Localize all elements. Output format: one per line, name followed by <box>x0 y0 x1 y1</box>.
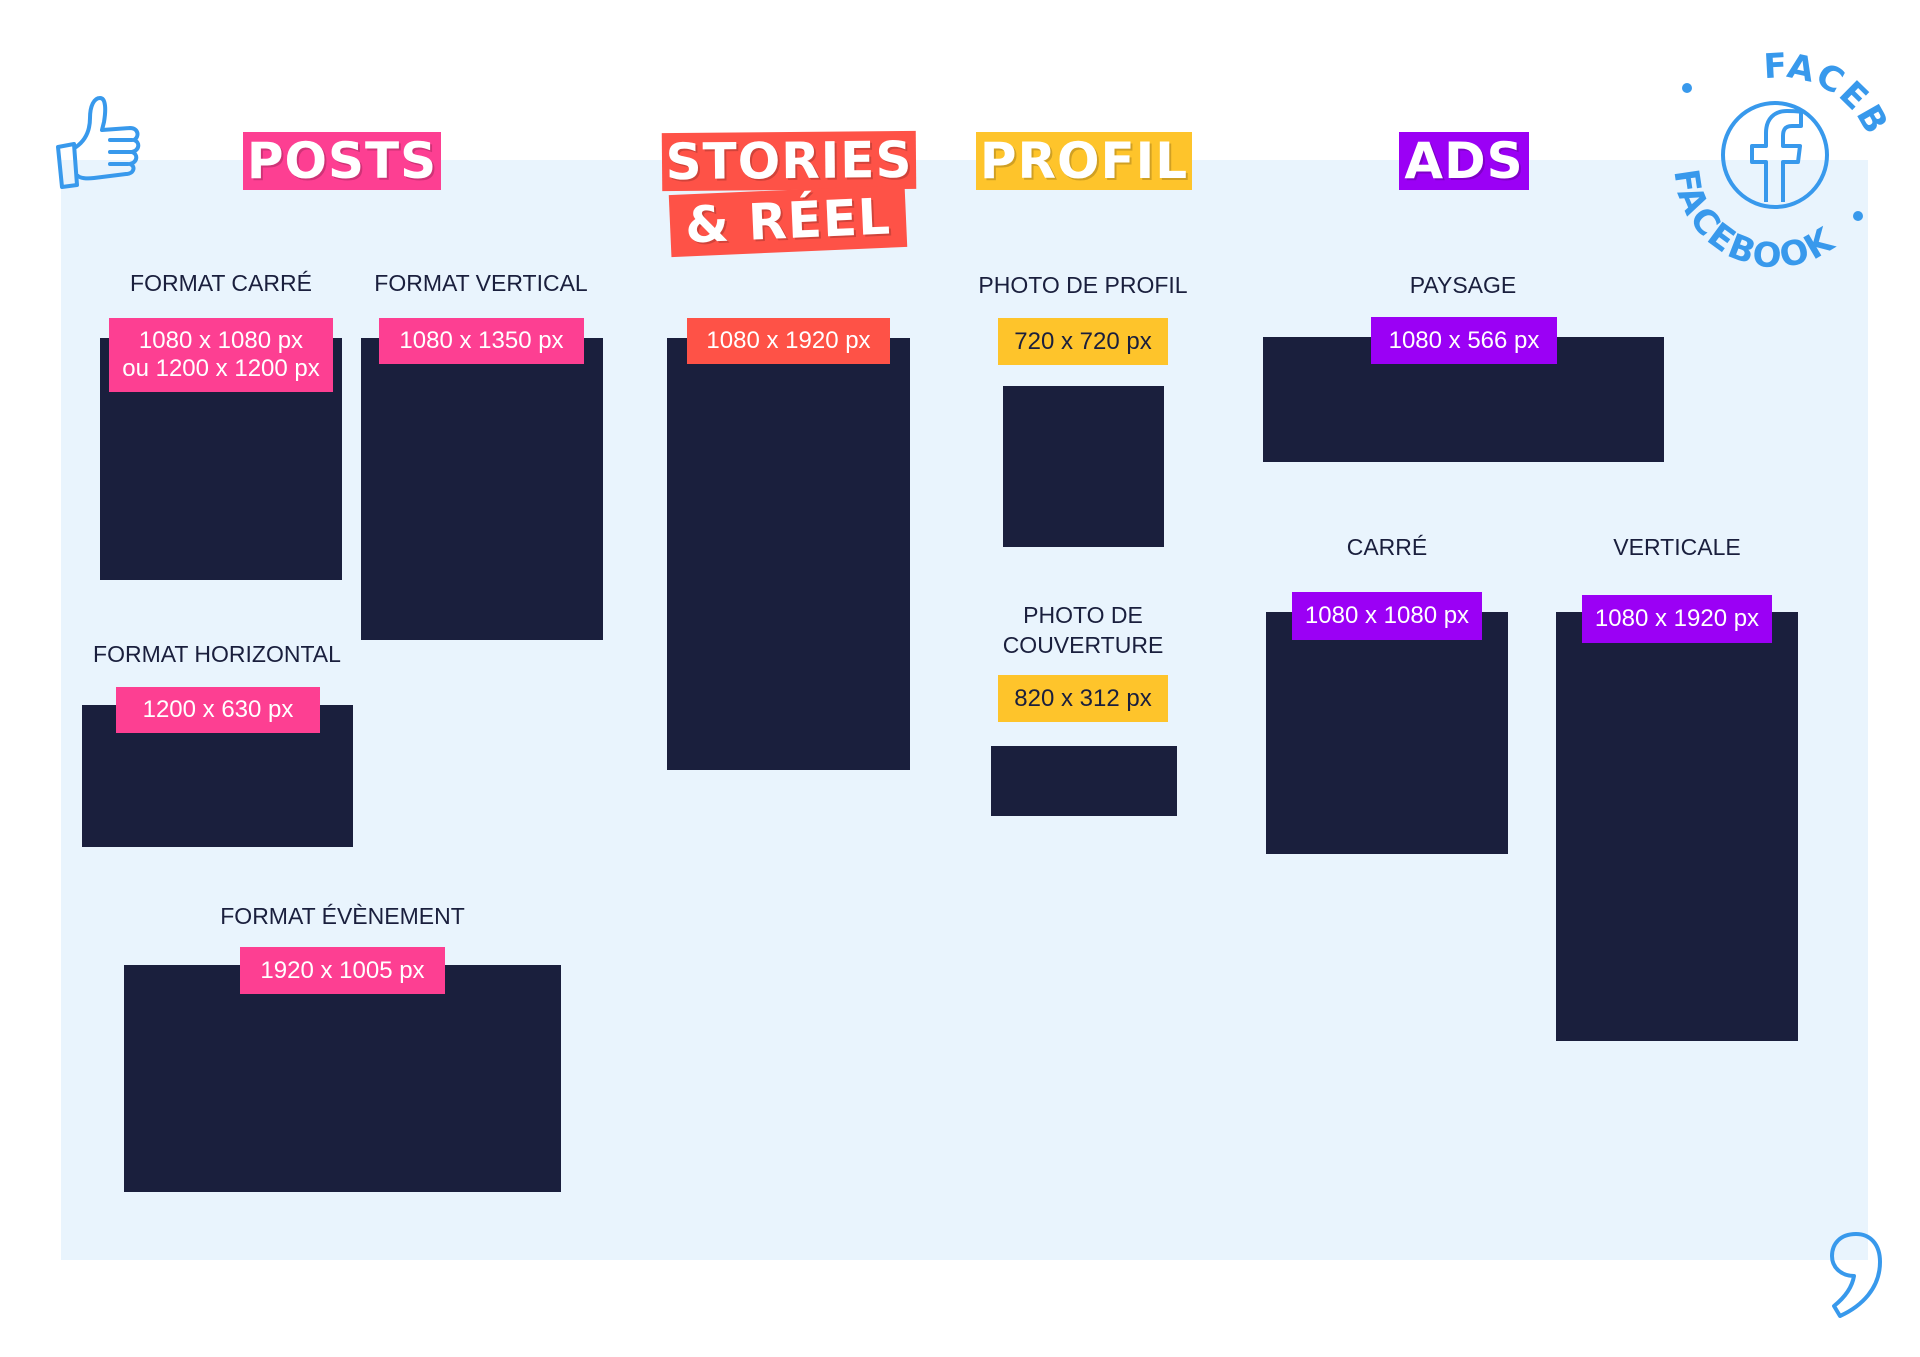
ads-square-label: CARRÉ <box>1346 534 1428 560</box>
ads-title: ADS <box>1399 132 1529 190</box>
posts-vertical-size-tag: 1080 x 1350 px <box>379 318 584 364</box>
posts-horizontal-size-tag: 1200 x 630 px <box>116 687 320 733</box>
ads-vertical-box <box>1556 612 1798 1041</box>
facebook-logo-icon <box>1721 101 1829 209</box>
posts-title: POSTS <box>243 132 441 190</box>
thumbs-up-icon <box>54 92 144 192</box>
posts-vertical-label: FORMAT VERTICAL <box>374 270 588 296</box>
profil-photo-label: PHOTO DE PROFIL <box>978 272 1188 298</box>
profil-cover-box <box>991 746 1177 816</box>
reel-title: & RÉEL <box>668 184 908 258</box>
facebook-badge: FACEBOOK FACEBOOK <box>1625 0 1910 290</box>
profil-cover-label: PHOTO DE COUVERTURE <box>960 600 1206 660</box>
ads-landscape-size-tag: 1080 x 566 px <box>1371 317 1557 364</box>
stories-box <box>667 338 910 770</box>
profil-cover-label-2: COUVERTURE <box>1002 632 1164 658</box>
posts-vertical-box <box>361 338 603 640</box>
svg-text:FACEBOOK: FACEBOOK <box>1665 167 1842 277</box>
posts-square-size-1: 1080 x 1080 px <box>138 327 304 354</box>
posts-square-size-2: ou 1200 x 1200 px <box>122 355 320 382</box>
ads-landscape-label: PAYSAGE <box>1409 272 1517 298</box>
profil-photo-box <box>1003 386 1164 547</box>
ads-vertical-size-tag: 1080 x 1920 px <box>1582 595 1772 643</box>
profil-title: PROFIL <box>976 132 1192 190</box>
posts-event-box <box>124 965 561 1192</box>
profil-cover-label-1: PHOTO DE <box>1023 602 1143 628</box>
ads-square-size-tag: 1080 x 1080 px <box>1292 592 1482 640</box>
posts-event-size-tag: 1920 x 1005 px <box>240 947 445 994</box>
posts-square-label: FORMAT CARRÉ <box>130 270 312 296</box>
stories-size-tag: 1080 x 1920 px <box>687 318 890 364</box>
posts-square-size-tag: 1080 x 1080 px ou 1200 x 1200 px <box>109 318 333 392</box>
profil-cover-size-tag: 820 x 312 px <box>998 675 1168 722</box>
comma-icon <box>1826 1230 1886 1322</box>
posts-event-label: FORMAT ÉVÈNEMENT <box>220 903 465 929</box>
profil-photo-size-tag: 720 x 720 px <box>998 318 1168 365</box>
posts-horizontal-label: FORMAT HORIZONTAL <box>93 641 341 667</box>
ads-square-box <box>1266 612 1508 854</box>
ads-vertical-label: VERTICALE <box>1613 534 1741 560</box>
badge-text-bottom: FACEBOOK <box>1665 167 1840 277</box>
stories-title: STORIES <box>661 130 917 192</box>
